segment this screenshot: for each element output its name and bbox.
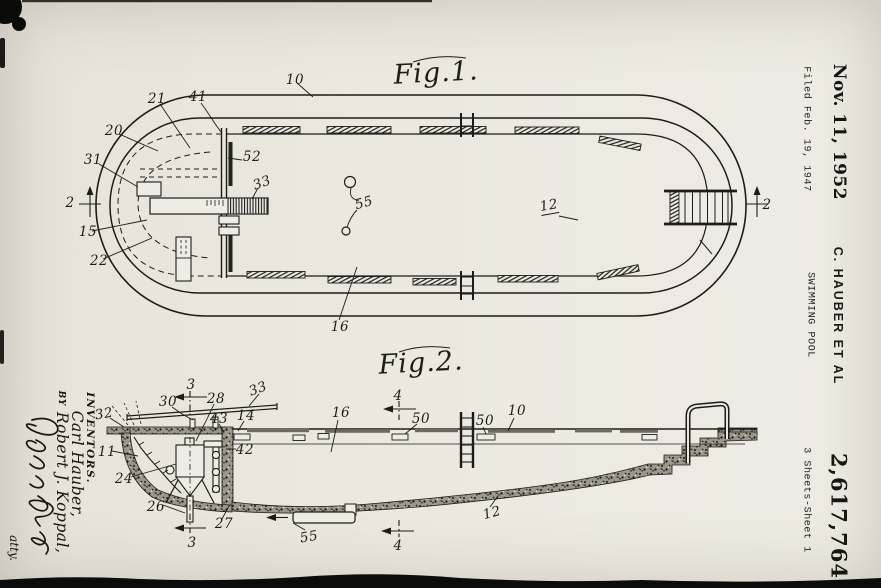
- ref-numeral-f1-16: 16: [330, 319, 350, 335]
- fig2-section-drawing: [106, 346, 758, 537]
- inventor-2-name: Robert J. Koppal,: [53, 411, 71, 554]
- ref-numeral-f2-32: 32: [93, 404, 115, 424]
- attorney-signature-flourish: [25, 417, 59, 555]
- ref-numeral-f2-30: 30: [158, 394, 178, 410]
- ref-numeral-f2-50-left: 50: [411, 411, 431, 427]
- fig1-caption: Fig.1.: [392, 55, 480, 91]
- fig2-caption: Fig.2.: [377, 345, 465, 381]
- ref-numeral-f1-10: 10: [285, 72, 305, 88]
- ref-numeral-f1-52: 52: [242, 149, 262, 165]
- attorney-note: atty.: [7, 535, 21, 561]
- by-prefix: BY: [56, 390, 66, 407]
- ref-numeral-f2-26: 26: [146, 499, 166, 515]
- ref-numeral-f2-43: 43: [209, 411, 229, 427]
- patent-date: Nov. 11, 1952: [829, 63, 849, 201]
- fig1-plan-view-drawing: [79, 56, 768, 321]
- ref-numeral-f2-16: 16: [331, 405, 351, 421]
- sheet-info: 3 Sheets-Sheet 1: [800, 447, 812, 553]
- ref-numeral-f2-10: 10: [507, 403, 527, 419]
- invention-title: SWIMMING POOL: [804, 272, 816, 358]
- ref-numeral-f2-28: 28: [206, 391, 226, 407]
- inventor-name-line: C. HAUBER ET AL: [831, 246, 845, 386]
- ref-numeral-f2-42: 42: [235, 442, 255, 458]
- ref-numeral-f2-3-top: 3: [186, 377, 196, 393]
- ref-numeral-f1-31: 31: [83, 152, 103, 168]
- ref-numeral-f1-41: 41: [188, 89, 208, 105]
- filed-date: Filed Feb. 19, 1947: [800, 66, 812, 192]
- ref-numeral-f1-20: 20: [104, 123, 124, 139]
- ref-numeral-f2-4-top: 4: [393, 388, 403, 404]
- ref-numeral-f1-15: 15: [78, 224, 98, 240]
- ref-numeral-f2-4-bottom: 4: [393, 538, 403, 554]
- ref-numeral-f2-50-right: 50: [475, 413, 495, 429]
- ref-numeral-f1-2-right: 2: [762, 197, 772, 213]
- ref-numeral-f2-14: 14: [236, 408, 256, 424]
- ref-numeral-f2-11: 11: [97, 444, 117, 460]
- ref-numeral-f1-2-left: 2: [65, 195, 75, 211]
- ref-numeral-f1-21: 21: [147, 91, 167, 107]
- ref-numeral-f2-55: 55: [298, 527, 320, 547]
- ref-numeral-f2-3-bottom: 3: [187, 535, 197, 551]
- ref-numeral-f2-24: 24: [114, 471, 134, 487]
- ref-numeral-f2-27: 27: [214, 516, 234, 532]
- inventor-2-line: BY Robert J. Koppal,: [53, 391, 71, 554]
- ref-numeral-f1-12: 12: [538, 196, 560, 216]
- patent-number: 2,617,764: [826, 453, 852, 579]
- ref-numeral-f1-22: 22: [89, 253, 109, 269]
